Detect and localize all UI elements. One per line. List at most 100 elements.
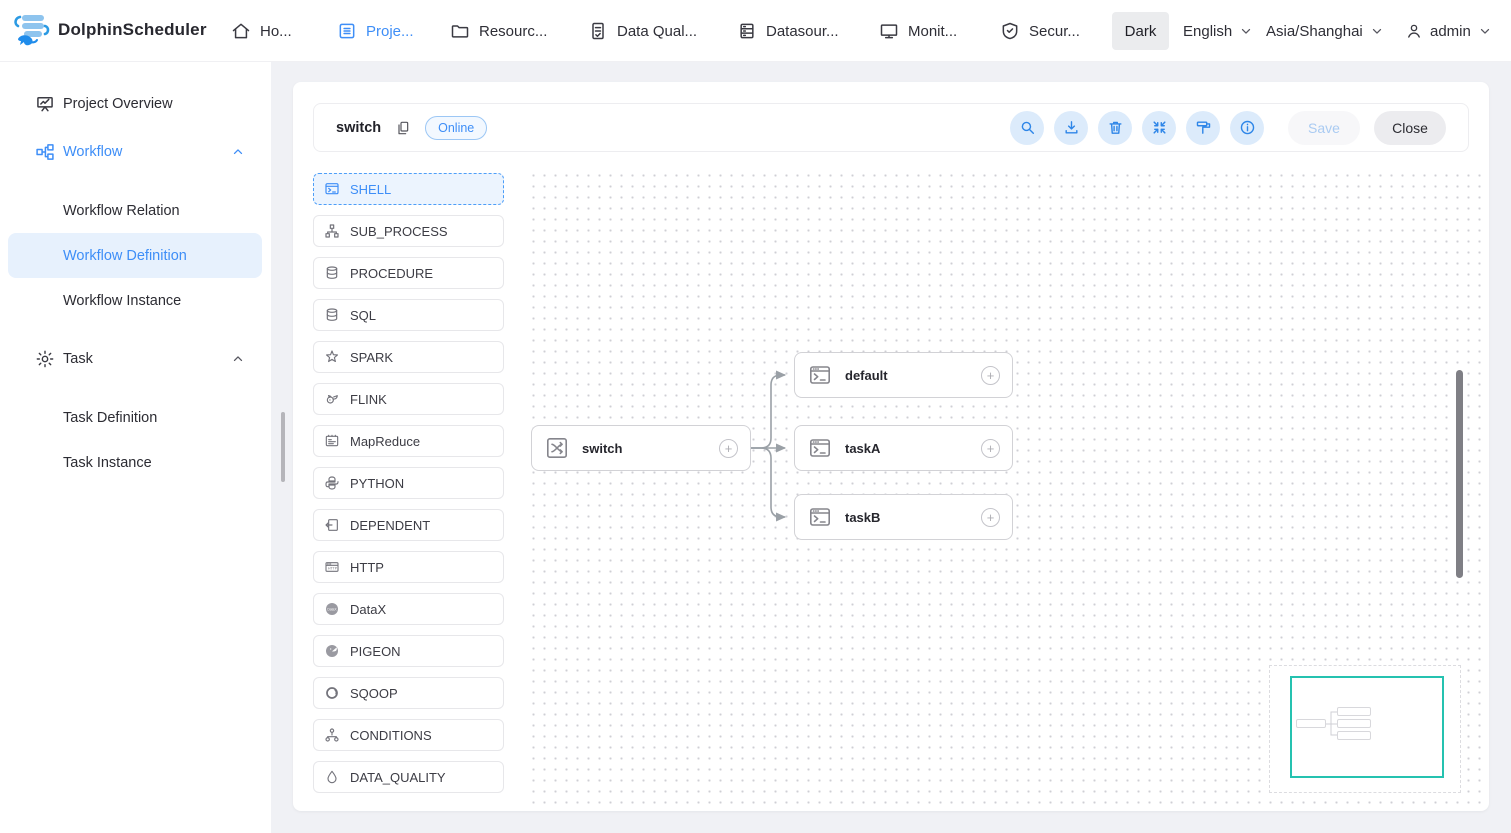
chevron-down-icon [1372,28,1381,34]
task-type-mapreduce[interactable]: MapReduce [313,425,504,457]
node-label: taskA [845,440,881,456]
sidebar-item-workflow[interactable]: Workflow [0,140,261,164]
node-plus-button[interactable]: + [981,438,1000,458]
sidebar-item-task-definition[interactable]: Task Definition [8,395,262,440]
search-button[interactable] [1010,110,1044,145]
dag-node-taskB[interactable]: taskB + [794,494,1013,540]
download-button[interactable] [1054,110,1088,145]
python-icon [325,476,339,490]
project-overview-icon [37,97,53,112]
dag-node-default[interactable]: default + [794,352,1013,398]
chevron-up-icon [233,149,243,155]
info-button[interactable] [1230,110,1264,145]
brand[interactable]: DolphinScheduler [10,8,207,52]
nav-tab-data-quality[interactable]: Data Qual... [588,0,697,62]
dag-node-taskA[interactable]: taskA + [794,425,1013,471]
minimap-node [1337,731,1371,740]
copy-icon[interactable] [395,120,411,136]
sidebar-item-task-instance[interactable]: Task Instance [8,440,262,485]
task-type-label: SQOOP [350,685,398,701]
node-plus-button[interactable]: + [981,365,1000,385]
data-quality-drop-icon [327,770,337,784]
nav-tab-label: Secur... [1029,22,1080,40]
minimap-node [1296,719,1326,728]
user-menu[interactable]: admin [1405,0,1492,62]
minimap-node [1337,719,1371,728]
close-button[interactable]: Close [1374,110,1446,145]
timezone-select[interactable]: Asia/Shanghai [1266,0,1384,62]
node-plus-button[interactable]: + [719,438,738,458]
task-type-label: SHELL [350,181,392,197]
task-type-datax[interactable]: DataX DataX [313,593,504,625]
task-type-dependent[interactable]: DEPENDENT [313,509,504,541]
shell-task-icon [809,366,830,384]
task-type-label: PIGEON [350,643,401,659]
monitor-icon [880,24,898,39]
format-icon [1196,121,1210,134]
nav-tab-home[interactable]: Ho... [231,0,292,62]
mapreduce-icon [325,434,339,447]
flink-icon [326,394,338,404]
datax-icon: DataX [326,603,338,615]
shell-icon [325,183,339,195]
task-type-sql[interactable]: SQL [313,299,504,331]
user-icon [1408,24,1420,38]
task-type-flink[interactable]: FLINK [313,383,504,415]
nav-tab-datasource[interactable]: Datasour... [737,0,839,62]
sidebar-item-label: Project Overview [63,96,173,112]
search-icon [1021,121,1034,135]
top-navbar: DolphinScheduler Ho... Proje... Resourc.… [0,0,1511,62]
workflow-name: switch [336,119,382,136]
minimap[interactable] [1269,665,1461,793]
nav-tab-project[interactable]: Proje... [337,0,414,62]
info-icon [1240,120,1254,135]
language-select[interactable]: English [1183,0,1253,62]
sidebar-item-workflow-instance[interactable]: Workflow Instance [8,278,262,323]
task-type-shell[interactable]: SHELL [313,173,504,205]
node-plus-button[interactable]: + [981,507,1000,527]
nav-tab-security[interactable]: Secur... [1000,0,1080,62]
dolphinscheduler-logo-icon [10,8,54,52]
task-type-http[interactable]: HTTP HTTP [313,551,504,583]
shell-task-icon [809,439,830,457]
task-type-data-quality[interactable]: DATA_QUALITY [313,761,504,793]
fullscreen-button[interactable] [1142,110,1176,145]
nav-tab-resources[interactable]: Resourc... [450,0,547,62]
sidebar-item-workflow-definition[interactable]: Workflow Definition [8,233,262,278]
sidebar-scrollbar[interactable] [281,412,285,482]
spark-icon [325,350,339,363]
task-type-pigeon[interactable]: PIGEON [313,635,504,667]
task-type-label: PYTHON [350,475,405,491]
task-type-label: SQL [350,307,377,323]
sql-icon [326,308,338,321]
minimap-viewport[interactable] [1290,676,1444,778]
minimap-edges [1326,711,1337,736]
save-button[interactable]: Save [1288,110,1360,145]
task-type-spark[interactable]: SPARK [313,341,504,373]
nav-tab-label: Ho... [260,22,292,40]
sidebar-item-task[interactable]: Task [0,347,261,371]
theme-toggle-button[interactable]: Dark [1112,12,1169,50]
task-type-procedure[interactable]: PROCEDURE [313,257,504,289]
dependent-icon [325,519,338,531]
task-type-label: SUB_PROCESS [350,223,448,239]
project-icon [339,23,355,39]
canvas-scrollbar[interactable] [1456,370,1463,578]
sidebar-item-workflow-relation[interactable]: Workflow Relation [8,188,262,233]
dag-node-switch[interactable]: switch + [531,425,751,471]
delete-button[interactable] [1098,110,1132,145]
node-label: switch [582,440,623,456]
task-type-sub-process[interactable]: SUB_PROCESS [313,215,504,247]
nav-tab-monitor[interactable]: Monit... [879,0,957,62]
procedure-icon [326,266,338,279]
format-dag-button[interactable] [1186,110,1220,145]
download-icon [1064,121,1078,134]
task-type-python[interactable]: PYTHON [313,467,504,499]
resources-icon [451,25,469,38]
task-type-conditions[interactable]: CONDITIONS [313,719,504,751]
sidebar-item-project-overview[interactable]: Project Overview [0,92,261,116]
sidebar-item-label: Workflow Definition [63,247,187,264]
sidebar-item-label: Task Definition [63,409,158,426]
chevron-down-icon [1480,28,1490,34]
task-type-sqoop[interactable]: SQOOP [313,677,504,709]
